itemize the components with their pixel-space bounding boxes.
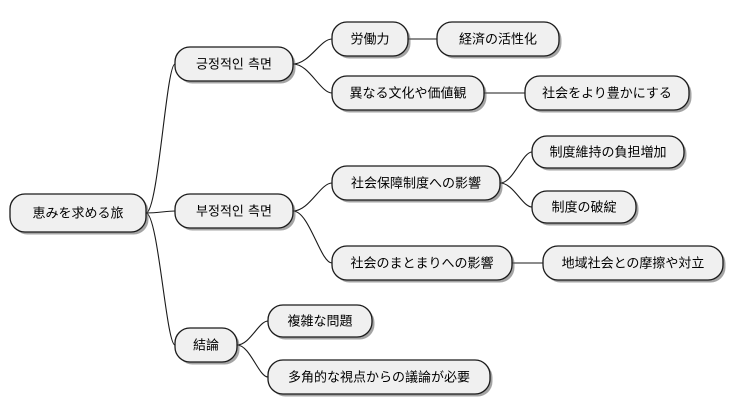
node-box bbox=[331, 245, 513, 281]
node-labor[interactable]: 労働力 bbox=[331, 21, 411, 59]
node-label: 労働力 bbox=[350, 33, 389, 48]
edge-conclusion-to-complex bbox=[236, 320, 269, 346]
node-social-security[interactable]: 社会保障制度への影響 bbox=[331, 165, 503, 203]
node-box bbox=[267, 304, 373, 338]
edge-conclusion-to-multi bbox=[236, 344, 269, 378]
node-label: 複雑な問題 bbox=[287, 314, 352, 330]
node-box bbox=[531, 135, 685, 169]
node-label: 制度維持の負担増加 bbox=[549, 145, 666, 161]
node-box bbox=[436, 21, 560, 57]
node-box bbox=[331, 21, 409, 57]
node-box bbox=[331, 165, 501, 201]
edge-root-to-negative bbox=[145, 210, 176, 214]
node-box bbox=[524, 75, 690, 111]
node-label: 긍정적인 측면 bbox=[196, 58, 272, 73]
node-box bbox=[331, 75, 485, 111]
node-label: 結論 bbox=[193, 338, 219, 354]
edge-negative-to-cohesion bbox=[292, 210, 333, 264]
node-label: 社会のまとまりへの影響 bbox=[350, 256, 493, 272]
node-collapse[interactable]: 制度の破綻 bbox=[531, 190, 639, 226]
node-economy[interactable]: 経済の活性化 bbox=[436, 21, 562, 59]
edge-root-to-conclusion bbox=[145, 212, 176, 346]
edge-social-to-burden bbox=[499, 151, 533, 184]
node-box bbox=[174, 327, 238, 363]
node-label: 経済の活性化 bbox=[459, 32, 537, 48]
edge-positive-to-labor bbox=[292, 38, 333, 65]
node-label: 異なる文化や価値観 bbox=[349, 86, 466, 102]
node-richer[interactable]: 社会をより豊かにする bbox=[524, 75, 692, 113]
node-label: 制度の破綻 bbox=[551, 200, 616, 216]
node-label: 地域社会との摩擦や対立 bbox=[562, 256, 705, 272]
node-label: 社会をより豊かにする bbox=[542, 86, 672, 102]
node-label: 부정적인 측면 bbox=[196, 205, 272, 220]
node-box bbox=[174, 46, 294, 82]
node-box bbox=[531, 190, 637, 224]
node-box bbox=[542, 245, 724, 281]
edge-social-to-collapse bbox=[499, 182, 533, 208]
node-multifaceted[interactable]: 多角的な視点からの議論が必要 bbox=[267, 359, 493, 397]
node-label: 社会保障制度への影響 bbox=[351, 176, 481, 192]
node-negative[interactable]: 부정적인 측면 bbox=[174, 193, 296, 231]
node-box bbox=[174, 193, 294, 229]
node-label: 恵みを求める旅 bbox=[32, 207, 123, 222]
node-conclusion[interactable]: 結論 bbox=[174, 327, 240, 365]
node-box bbox=[9, 193, 147, 233]
edge-layer bbox=[145, 38, 543, 378]
node-burden[interactable]: 制度維持の負担増加 bbox=[531, 135, 687, 171]
node-cohesion[interactable]: 社会のまとまりへの影響 bbox=[331, 245, 515, 283]
edge-root-to-positive bbox=[145, 63, 176, 214]
edge-positive-to-culture bbox=[292, 63, 333, 94]
node-complex[interactable]: 複雑な問題 bbox=[267, 304, 375, 340]
node-positive[interactable]: 긍정적인 측면 bbox=[174, 46, 296, 84]
edge-negative-to-social bbox=[292, 182, 333, 212]
node-friction[interactable]: 地域社会との摩擦や対立 bbox=[542, 245, 726, 283]
node-culture[interactable]: 異なる文化や価値観 bbox=[331, 75, 487, 113]
node-box bbox=[267, 359, 491, 395]
node-label: 多角的な視点からの議論が必要 bbox=[288, 370, 470, 386]
node-root[interactable]: 恵みを求める旅 bbox=[9, 193, 149, 235]
